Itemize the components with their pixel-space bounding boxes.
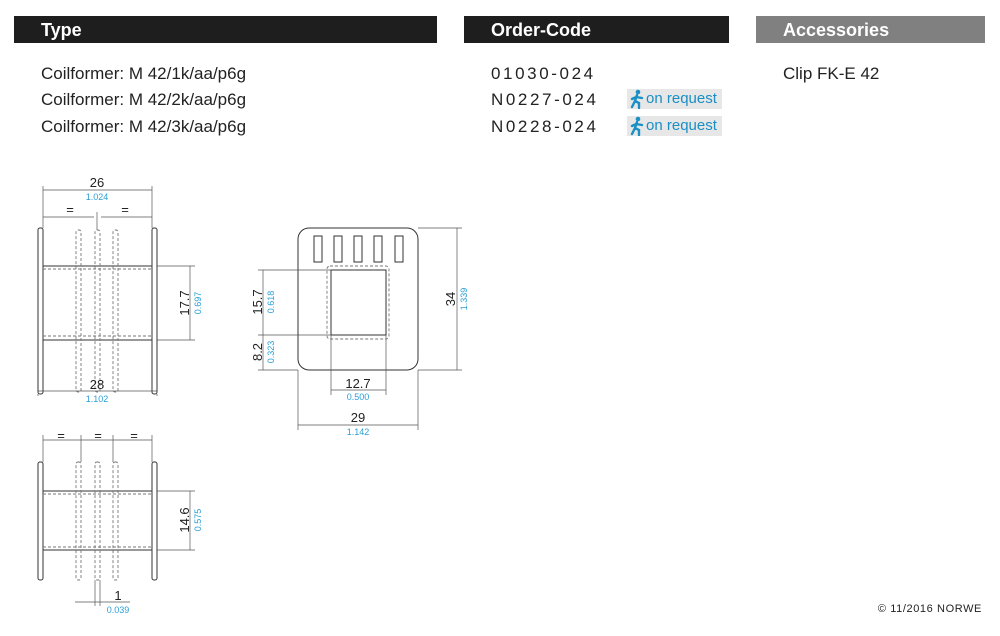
type-row-1: Coilformer: M 42/1k/aa/p6g [41,64,247,83]
dimension-label: = [66,202,74,217]
dimension-label: 1.339 [459,288,469,311]
on-request-badge-3[interactable]: on request [627,116,722,136]
dimension-label: 0.697 [193,292,203,315]
order-code-3: N0228-024 [491,117,599,136]
side-view-bottom: = = = 14.6 0.575 1 0.039 [37,428,203,615]
dimension-label: 28 [90,377,104,392]
dimension-label: 34 [443,292,458,306]
dimension-label: = [57,428,65,443]
running-person-icon [630,116,644,136]
dimension-label: 0.575 [193,509,203,532]
header-type: Type [14,16,437,43]
dimension-label: 0.039 [107,605,130,615]
dimension-label: 1 [114,588,121,603]
dimension-label: 17.7 [177,290,192,315]
dimension-label: 15.7 [250,289,265,314]
type-row-3: Coilformer: M 42/3k/aa/p6g [41,117,247,136]
dimension-label: 14.6 [177,507,192,532]
header-accessories: Accessories [756,16,985,43]
dimension-label: 1.024 [86,192,109,202]
on-request-badge-2[interactable]: on request [627,89,722,109]
type-row-2: Coilformer: M 42/2k/aa/p6g [41,90,247,109]
order-code-2: N0227-024 [491,90,599,109]
dimension-label: 26 [90,175,104,190]
on-request-label: on request [646,117,717,134]
dimension-label: 1.102 [86,394,109,404]
dimension-label: 0.323 [266,341,276,364]
dimension-label: 1.142 [347,427,370,437]
dimension-label: 0.618 [266,291,276,314]
dimension-label: 8.2 [250,343,265,361]
accessory-item: Clip FK-E 42 [783,64,880,83]
front-view: 15.7 0.618 8.2 0.323 34 1.339 12.7 0.500… [250,227,469,437]
on-request-label: on request [646,90,717,107]
dimension-label: = [121,202,129,217]
header-order-code: Order-Code [464,16,729,43]
order-code-1: 01030-024 [491,64,596,83]
dimension-label: = [130,428,138,443]
copyright-footer: © 11/2016 NORWE [877,603,982,615]
running-person-icon [630,89,644,109]
dimension-label: 0.500 [347,392,370,402]
dimension-label: 12.7 [345,376,370,391]
dimension-label: 29 [351,410,365,425]
side-view-top: 26 1.024 = = 17.7 0.697 28 1.102 [37,175,203,404]
dimension-label: = [94,428,102,443]
